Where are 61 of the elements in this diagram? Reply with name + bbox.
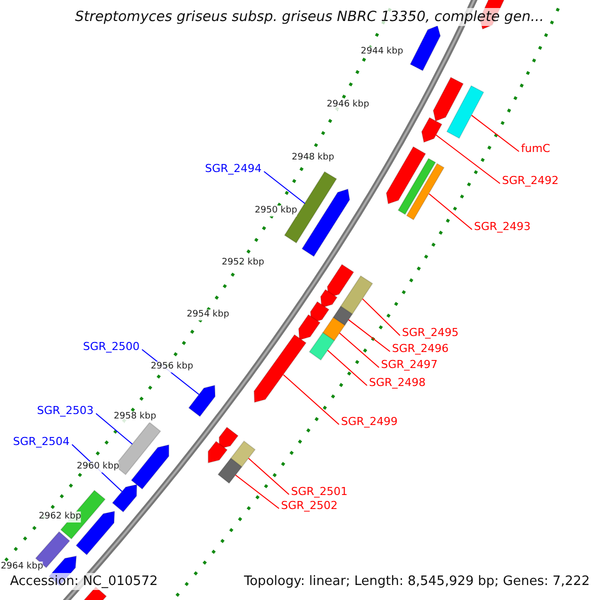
scale-label: 2946 kbp: [326, 100, 370, 110]
scale-label: 2944 kbp: [360, 46, 404, 58]
scale-label: 2948 kbp: [292, 152, 334, 164]
gene-label: SGR_2493: [474, 220, 531, 232]
gene-feature: [217, 458, 242, 484]
gene-label: SGR_2498: [369, 376, 426, 388]
gene-feature: [421, 116, 442, 143]
leader-line: [348, 319, 390, 352]
gene-feature: [208, 440, 228, 464]
leader-line: [282, 374, 340, 425]
leader-line: [327, 350, 368, 386]
gene-feature: [386, 146, 426, 204]
leader-line: [96, 413, 133, 445]
leader-line: [435, 134, 500, 184]
leader-line: [264, 171, 306, 204]
gene-label: SGR_2503: [37, 404, 94, 416]
gene-label: SGR_2504: [13, 434, 70, 448]
gene-feature: [254, 334, 307, 403]
gene-label: SGR_2501: [291, 484, 348, 498]
gene-feature: [298, 314, 321, 341]
leader-line: [362, 298, 400, 336]
gene-feature: [230, 440, 256, 468]
gene-label: SGR_2492: [502, 174, 559, 186]
gene-feature: [320, 288, 338, 308]
gene-label: SGR_2500: [83, 340, 140, 352]
gene-feature: [410, 25, 441, 72]
gene-feature: [322, 316, 346, 342]
gene-feature: [218, 426, 239, 450]
leader-line: [248, 458, 290, 495]
gene-feature: [432, 76, 464, 122]
scale-label: 2962 kbp: [38, 512, 82, 522]
scale-label: 2964 kbp: [0, 562, 44, 572]
gene-label: fumC: [521, 142, 550, 154]
gene-feature: [188, 384, 216, 418]
gene-feature: [446, 85, 484, 139]
scale-label: 2956 kbp: [150, 362, 194, 372]
gene-label: SGR_2497: [381, 358, 438, 370]
scale-label: 2954 kbp: [186, 310, 230, 320]
gene-label: SGR_2496: [392, 342, 449, 354]
leader-line: [235, 474, 280, 509]
scale-label: 2960 kbp: [76, 462, 120, 472]
gene-feature: [301, 188, 350, 258]
gene-feature: [406, 162, 445, 220]
title: Streptomyces griseus subsp. griseus NBRC 13350, complete gen...: [75, 8, 544, 26]
leader-line: [471, 114, 520, 152]
gene-feature: [398, 158, 436, 216]
summary-label: Topology: linear; Length: 8,545,929 bp; Genes: 7,222: [244, 573, 590, 590]
gene-feature: [326, 264, 354, 298]
gene-label: SGR_2502: [281, 498, 338, 512]
gene-label: SGR_2495: [402, 326, 459, 338]
gene-feature: [340, 275, 374, 315]
gene-feature: [112, 484, 138, 513]
gene-feature: [332, 306, 353, 326]
gene-feature: [130, 444, 170, 490]
accession-label: Accession: NC_010572: [10, 573, 158, 590]
scale-label: 2952 kbp: [222, 258, 264, 268]
scale-label: 2958 kbp: [114, 412, 156, 422]
gene-label: SGR_2494: [205, 162, 262, 174]
gene-label: SGR_2499: [341, 414, 398, 428]
leader-line: [339, 332, 380, 368]
scale-label: 2950 kbp: [254, 206, 298, 216]
